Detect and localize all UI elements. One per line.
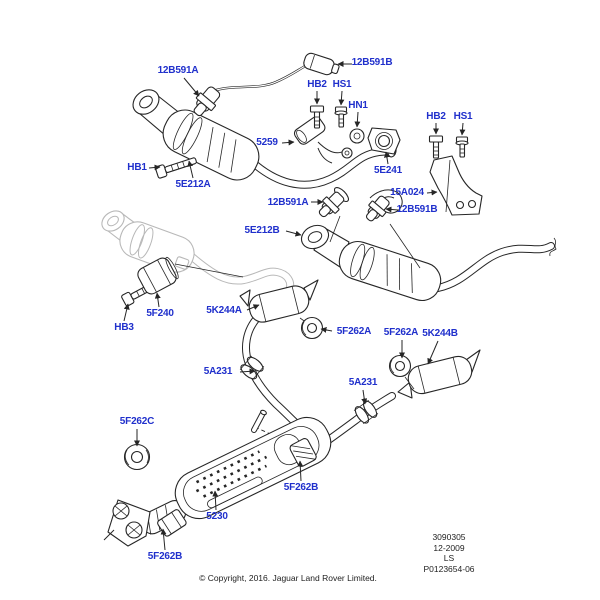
bracket-5f262b-1 <box>289 438 317 467</box>
copyright-text: © Copyright, 2016. Jaguar Land Rover Lim… <box>199 573 377 583</box>
part-label-5e212a[interactable]: 5E212A <box>175 179 211 190</box>
part-label-5f262b-1[interactable]: 5F262B <box>283 482 319 493</box>
part-label-5a231-2[interactable]: 5A231 <box>348 377 378 388</box>
bracket-15a024 <box>429 155 483 216</box>
clamp-5a231-2 <box>353 399 379 425</box>
part-label-12b591a-1[interactable]: 12B591A <box>157 65 199 76</box>
part-label-hb2-1[interactable]: HB2 <box>307 79 327 90</box>
catalytic-converter-5e212b <box>300 224 557 302</box>
drawing-model: LS <box>443 553 455 563</box>
part-label-5f262a-2[interactable]: 5F262A <box>383 327 419 338</box>
ghost-front-pipe <box>101 210 295 291</box>
part-label-5k244b[interactable]: 5K244B <box>422 328 458 339</box>
drawing-info-block: 3090305 12-2009 LS P0123654-06 <box>423 532 474 574</box>
clamp-5a231-1 <box>239 355 265 381</box>
o2-sensor-12b591a-lower <box>318 187 349 243</box>
bolt-hb2-1 <box>309 105 325 129</box>
part-label-5a231-1[interactable]: 5A231 <box>203 366 233 377</box>
insulator-5f240 <box>137 256 179 295</box>
o2-connector-12b591b-upper <box>303 52 340 76</box>
part-label-hb3[interactable]: HB3 <box>114 322 134 333</box>
nut-hn1 <box>349 128 365 144</box>
part-label-hn1[interactable]: HN1 <box>348 100 368 111</box>
rear-muffler-5230 <box>103 409 332 547</box>
part-label-hb2-2[interactable]: HB2 <box>426 111 446 122</box>
insulator-ring-5f262a-1 <box>300 316 324 340</box>
part-label-hs1-2[interactable]: HS1 <box>453 111 473 122</box>
bolt-hb1 <box>155 157 197 179</box>
part-label-5259[interactable]: 5259 <box>256 137 278 148</box>
o2-sensor-12b591a-upper <box>193 63 308 117</box>
stud-hs1-1 <box>334 106 348 128</box>
leader-lines <box>123 61 466 551</box>
part-label-5e241[interactable]: 5E241 <box>374 165 402 176</box>
part-label-12b591b-2[interactable]: 12B591B <box>396 204 438 215</box>
insulator-ring-5f262a-2 <box>388 354 412 378</box>
part-label-5f240[interactable]: 5F240 <box>146 308 174 319</box>
part-label-5f262a-1[interactable]: 5F262A <box>336 326 372 337</box>
drawing-code: 3090305 <box>432 531 466 542</box>
muffler-5k244a <box>239 279 319 440</box>
catalytic-converter-5e212a <box>132 89 397 189</box>
o2-sensor-12b591b-lower <box>365 189 421 269</box>
bolt-hb2-2 <box>428 135 444 159</box>
part-label-12b591a-2[interactable]: 12B591A <box>267 197 309 208</box>
part-label-5f262b-2[interactable]: 5F262B <box>147 551 183 562</box>
stud-hs1-2 <box>455 136 469 158</box>
part-label-5f262c[interactable]: 5F262C <box>119 416 155 427</box>
insulator-ring-5f262c <box>123 443 151 471</box>
part-label-12b591b-1[interactable]: 12B591B <box>351 57 393 68</box>
drawing-number: P0123654-06 <box>423 563 475 574</box>
gasket-5e241 <box>367 127 401 155</box>
drawing-date: 12-2009 <box>433 542 465 553</box>
part-label-5e212b[interactable]: 5E212B <box>244 225 280 236</box>
part-label-5k244a[interactable]: 5K244A <box>206 305 242 316</box>
part-label-15a024[interactable]: 15A024 <box>390 187 424 198</box>
part-label-5230[interactable]: 5230 <box>206 511 228 522</box>
part-label-hb1[interactable]: HB1 <box>127 162 147 173</box>
part-label-hs1-1[interactable]: HS1 <box>332 79 352 90</box>
